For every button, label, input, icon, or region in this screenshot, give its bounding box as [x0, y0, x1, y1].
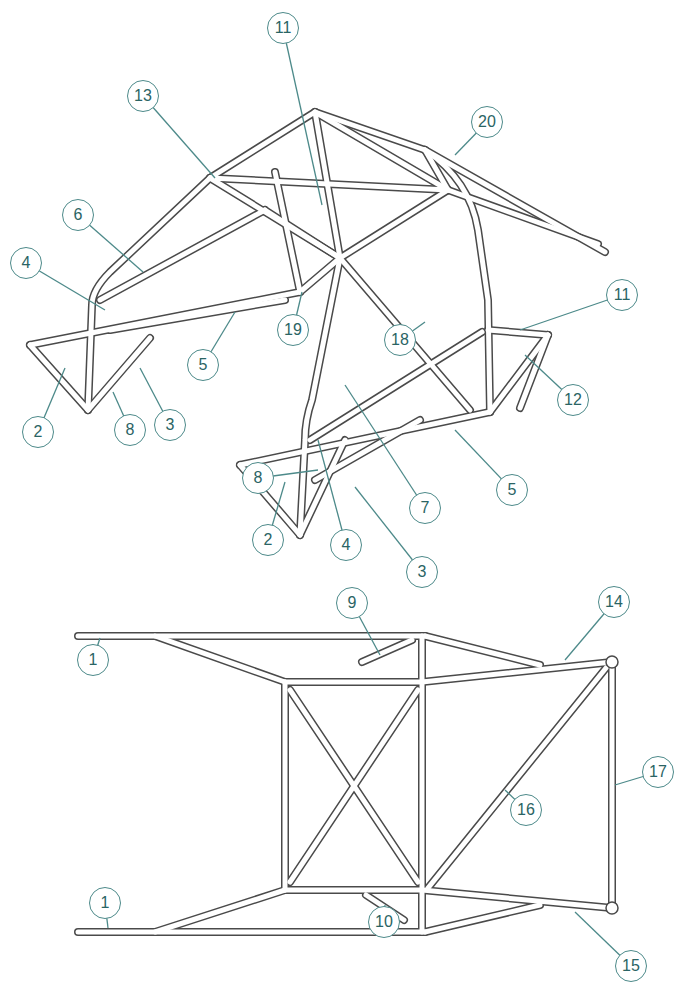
callout-number: 15	[622, 958, 640, 974]
callout-number: 1	[89, 652, 98, 668]
callout-circle: 8	[114, 414, 146, 446]
callout-number: 5	[508, 482, 517, 498]
callout-number: 1	[101, 895, 110, 911]
callout-number: 14	[605, 594, 623, 610]
callout-circle: 7	[409, 492, 441, 524]
callout-circle: 20	[471, 106, 503, 138]
callout-circle: 3	[406, 556, 438, 588]
callout-number: 8	[126, 422, 135, 438]
callout-circle: 10	[368, 906, 400, 938]
callout-circle: 17	[642, 756, 674, 788]
callout-circle: 6	[62, 199, 94, 231]
callout-number: 13	[134, 88, 152, 104]
callout-number: 9	[348, 595, 357, 611]
callout-number: 7	[421, 500, 430, 516]
callout-number: 3	[418, 564, 427, 580]
callout-circle: 18	[384, 324, 416, 356]
callout-circle: 4	[10, 247, 42, 279]
callout-number: 2	[34, 424, 43, 440]
callout-circle: 3	[154, 409, 186, 441]
callout-number: 10	[375, 914, 393, 930]
tube-fill	[30, 112, 612, 932]
callout-circle: 16	[510, 794, 542, 826]
tube-joint	[606, 902, 618, 914]
callout-number: 3	[166, 417, 175, 433]
callout-number: 11	[275, 20, 292, 36]
callout-circle: 8	[242, 462, 274, 494]
callout-number: 17	[649, 764, 667, 780]
callout-circle: 14	[598, 586, 630, 618]
callout-number: 12	[564, 392, 582, 408]
callout-circle: 19	[277, 314, 309, 346]
callout-number: 8	[254, 470, 263, 486]
callout-number: 16	[517, 802, 535, 818]
callout-circle: 13	[127, 80, 159, 112]
callout-number: 5	[199, 357, 208, 373]
callout-circle: 5	[187, 349, 219, 381]
callout-circle: 12	[557, 384, 589, 416]
callout-number: 4	[342, 537, 351, 553]
callout-circle: 5	[496, 474, 528, 506]
callout-circle: 2	[252, 524, 284, 556]
leader-lines	[26, 28, 658, 966]
callout-number: 2	[264, 532, 273, 548]
tube-outline	[30, 112, 612, 932]
callout-number: 19	[284, 322, 302, 338]
callout-number: 11	[614, 287, 631, 303]
callout-circle: 4	[330, 529, 362, 561]
callout-number: 6	[74, 207, 83, 223]
callout-circle: 1	[77, 644, 109, 676]
callout-circle: 11	[267, 12, 299, 44]
callout-number: 4	[22, 255, 31, 271]
callout-circle: 1	[89, 887, 121, 919]
callout-circle: 11	[606, 279, 638, 311]
callout-number: 20	[478, 114, 496, 130]
callout-circle: 2	[22, 416, 54, 448]
tube-joint	[606, 656, 618, 668]
callout-circle: 15	[615, 950, 647, 982]
callout-number: 18	[391, 332, 409, 348]
callout-circle: 9	[336, 587, 368, 619]
